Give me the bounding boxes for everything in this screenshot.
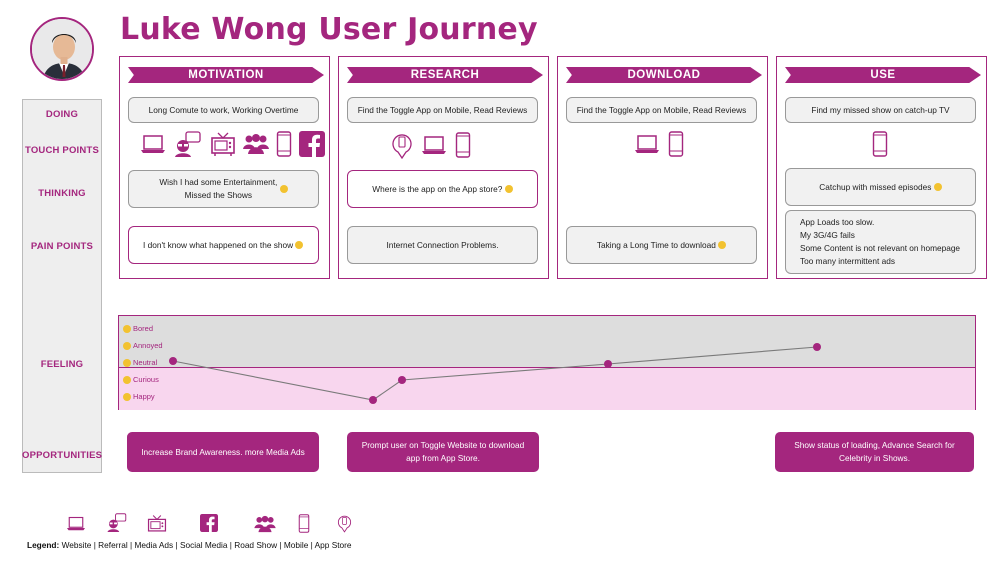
opportunity-card-motivation: Increase Brand Awareness. more Media Ads — [127, 432, 319, 472]
touch-points — [634, 131, 684, 162]
mobile-icon — [455, 132, 471, 163]
feeling-chart: Bored Annoyed Neutral Curious Happy — [118, 315, 976, 410]
facebook-icon — [299, 131, 325, 162]
feeling-scale-label: Curious — [123, 375, 159, 384]
laptop-icon — [634, 134, 660, 159]
feeling-point — [369, 396, 377, 404]
road-show-icon — [254, 515, 276, 538]
pain-point-card: I don't know what happened on the show — [128, 226, 319, 264]
thinking-card: Wish I had some Entertainment, Missed th… — [128, 170, 319, 208]
worried-emoji-icon — [295, 241, 304, 249]
row-label-thinking: THINKING — [38, 188, 86, 199]
touch-points — [140, 131, 325, 162]
legend: Legend: Website | Referral | Media Ads |… — [27, 540, 352, 550]
thinking-emoji-icon — [504, 185, 513, 193]
stage-use: USE Find my missed show on catch-up TV C… — [776, 56, 987, 279]
stage-motivation: MOTIVATION Long Comute to work, Working … — [119, 56, 330, 279]
smile-emoji-icon — [279, 185, 288, 193]
feeling-line — [172, 346, 818, 401]
row-label-opportunities: OPPORTUNITIES — [22, 450, 103, 461]
thinking-text: Catchup with missed episodes — [819, 181, 932, 192]
doing-card: Long Comute to work, Working Overtime — [128, 97, 319, 123]
doing-card: Find the Toggle App on Mobile, Read Revi… — [347, 97, 538, 123]
pain-point-text: Taking a Long Time to download — [596, 239, 716, 250]
feeling-line-chart — [169, 343, 821, 404]
mobile-icon — [298, 514, 310, 538]
avatar — [30, 17, 94, 81]
row-label-touch-points: TOUCH POINTS — [24, 145, 99, 156]
tv-icon — [210, 131, 236, 162]
stage-download: DOWNLOAD Find the Toggle App on Mobile, … — [557, 56, 768, 279]
laptop-icon — [140, 134, 166, 159]
thinking-card: Catchup with missed episodes — [785, 168, 976, 206]
pain-point-card: App Loads too slow. My 3G/4G fails Some … — [785, 210, 976, 274]
feeling-point — [813, 343, 821, 351]
happy-emoji-icon — [123, 392, 131, 401]
stage-header: USE — [785, 67, 981, 83]
thinking-text: Where is the app on the App store? — [372, 183, 503, 194]
thinking-text: Wish I had some Entertainment, Missed th… — [159, 177, 278, 200]
row-labels-column — [22, 99, 102, 473]
feeling-scale-label: Bored — [123, 324, 153, 333]
stage-header: DOWNLOAD — [566, 67, 762, 83]
feeling-point — [604, 360, 612, 368]
app-store-icon — [391, 131, 413, 164]
touch-points — [391, 131, 471, 164]
touch-points — [872, 131, 888, 162]
negative-band — [119, 316, 975, 367]
opportunity-card-use: Show status of loading, Advance Search f… — [775, 432, 974, 472]
smile-emoji-icon — [933, 183, 942, 191]
facebook-icon — [200, 514, 218, 537]
stage-header: MOTIVATION — [128, 67, 324, 83]
mobile-icon — [668, 131, 684, 162]
referral-icon — [106, 513, 128, 537]
thinking-card: Where is the app on the App store? — [347, 170, 538, 208]
row-label-pain-points: PAIN POINTS — [30, 241, 94, 252]
app-store-icon — [337, 513, 352, 538]
legend-items: Website | Referral | Media Ads | Social … — [61, 540, 352, 550]
pain-point-text: I don't know what happened on the show — [143, 239, 294, 250]
row-label-doing: DOING — [45, 109, 79, 120]
pain-point-card: Taking a Long Time to download — [566, 226, 757, 264]
doing-card: Find my missed show on catch-up TV — [785, 97, 976, 123]
stage-research: RESEARCH Find the Toggle App on Mobile, … — [338, 56, 549, 279]
laptop-icon — [421, 135, 447, 160]
feeling-scale-label: Annoyed — [123, 341, 163, 350]
page-title: Luke Wong User Journey — [120, 12, 538, 47]
annoyed-emoji-icon — [123, 341, 131, 350]
bored-emoji-icon — [123, 324, 131, 333]
legend-label: Legend: — [27, 540, 60, 550]
feeling-point — [398, 376, 406, 384]
opportunity-card-research: Prompt user on Toggle Website to downloa… — [347, 432, 539, 472]
feeling-point — [169, 357, 177, 365]
tv-icon — [147, 514, 167, 539]
feeling-scale-label: Neutral — [123, 358, 157, 367]
laptop-icon — [66, 516, 86, 536]
neutral-emoji-icon — [123, 358, 131, 367]
neutral-emoji-icon — [718, 241, 727, 249]
referral-icon — [173, 131, 203, 162]
pain-point-card: Internet Connection Problems. — [347, 226, 538, 264]
positive-band — [119, 367, 975, 410]
row-label-feeling: FEELING — [40, 359, 84, 370]
mobile-icon — [872, 131, 888, 162]
feeling-scale-label: Happy — [123, 392, 155, 401]
pain-point-text: App Loads too slow. My 3G/4G fails Some … — [800, 217, 961, 266]
curious-emoji-icon — [123, 375, 131, 384]
mobile-icon — [276, 131, 292, 162]
road-show-icon — [243, 133, 269, 160]
stage-header: RESEARCH — [347, 67, 543, 83]
doing-card: Find the Toggle App on Mobile, Read Revi… — [566, 97, 757, 123]
